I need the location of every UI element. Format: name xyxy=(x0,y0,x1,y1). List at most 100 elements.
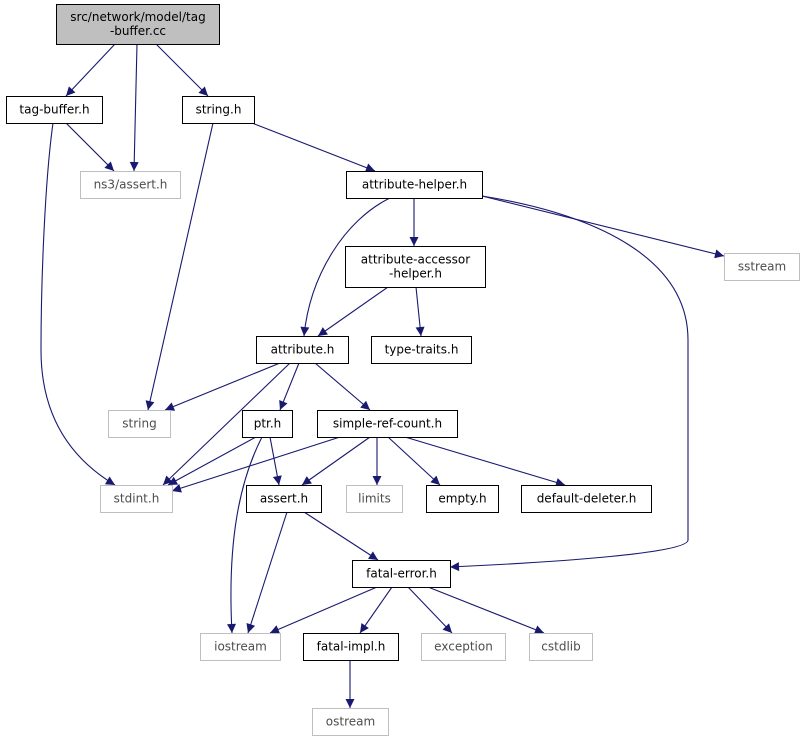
edge-attribute-helper-h-to-sstream xyxy=(481,195,725,259)
edge-line xyxy=(387,436,441,486)
node-empty-h[interactable]: empty.h xyxy=(426,485,499,513)
node-assert-h[interactable]: assert.h xyxy=(246,485,322,513)
node-stdint-h: stdint.h xyxy=(100,485,173,513)
node-default-deleter-h[interactable]: default-deleter.h xyxy=(521,485,652,513)
edge-tag-buffer-cc-to-string-h xyxy=(155,43,209,97)
node-box xyxy=(56,4,220,45)
node-label: attribute-accessor xyxy=(361,253,470,267)
node-box xyxy=(256,336,349,364)
node-box xyxy=(200,633,281,661)
node-box xyxy=(352,560,451,588)
node-label: ns3/assert.h xyxy=(94,178,168,192)
edge-line xyxy=(427,586,545,634)
edge-line xyxy=(407,586,453,634)
node-string-h[interactable]: string.h xyxy=(182,96,255,124)
node-label: limits xyxy=(358,492,391,506)
node-label: attribute.h xyxy=(271,343,335,357)
node-box xyxy=(80,171,181,199)
node-box xyxy=(182,96,255,124)
node-box xyxy=(312,708,389,736)
node-string: string xyxy=(108,410,171,438)
node-fatal-impl-h[interactable]: fatal-impl.h xyxy=(303,633,399,661)
edge-fatal-error-h-to-exception xyxy=(407,586,453,634)
edge-line xyxy=(167,436,257,486)
node-tag-buffer-cc: src/network/model/tag-buffer.cc xyxy=(56,4,220,45)
edge-line xyxy=(155,43,209,97)
edge-assert-h-to-iostream xyxy=(246,511,288,634)
node-ostream: ostream xyxy=(312,708,389,736)
node-box xyxy=(346,171,483,199)
node-label: simple-ref-count.h xyxy=(333,417,442,431)
node-label: string xyxy=(122,417,156,431)
edge-line xyxy=(317,286,389,337)
edge-assert-h-to-fatal-error-h xyxy=(303,511,379,561)
edge-attribute-h-to-simple-ref-count-h xyxy=(314,362,371,411)
node-box xyxy=(426,485,499,513)
node-box xyxy=(6,96,103,124)
edge-line xyxy=(129,43,139,172)
edge-simple-ref-count-h-to-default-deleter-h xyxy=(404,436,566,487)
node-fatal-error-h[interactable]: fatal-error.h xyxy=(352,560,451,588)
edge-simple-ref-count-h-to-empty-h xyxy=(387,436,441,486)
edge-line xyxy=(65,43,116,97)
node-limits: limits xyxy=(346,485,403,513)
edge-ptr-h-to-iostream xyxy=(227,436,263,634)
node-sstream: sstream xyxy=(724,253,800,281)
edge-line xyxy=(404,436,566,487)
nodes-layer: src/network/model/tag-buffer.cc tag-buffe… xyxy=(6,4,800,736)
node-box xyxy=(724,253,800,281)
node-ptr-h[interactable]: ptr.h xyxy=(242,410,293,438)
node-attribute-h[interactable]: attribute.h xyxy=(256,336,349,364)
edge-attribute-helper-h-to-attribute-h xyxy=(300,197,391,337)
edge-fatal-error-h-to-iostream xyxy=(269,586,378,634)
edge-line xyxy=(269,586,378,634)
node-label: sstream xyxy=(738,260,786,274)
node-label: type-traits.h xyxy=(385,343,459,357)
edge-attribute-helper-h-to-fatal-error-h xyxy=(449,195,689,572)
node-simple-ref-count-h[interactable]: simple-ref-count.h xyxy=(317,410,458,438)
node-box xyxy=(108,410,171,438)
node-box xyxy=(100,485,173,513)
edge-attribute-h-to-stdint-h xyxy=(162,362,291,486)
node-label: default-deleter.h xyxy=(537,492,637,506)
edge-line xyxy=(279,362,300,411)
edge-line xyxy=(303,511,379,561)
node-box xyxy=(346,485,403,513)
edge-line xyxy=(227,436,263,634)
edge-line xyxy=(65,122,115,172)
node-box xyxy=(317,410,458,438)
node-exception: exception xyxy=(421,633,506,661)
node-attribute-accessor-helper-h[interactable]: attribute-accessor-helper.h xyxy=(345,246,486,288)
node-tag-buffer-h[interactable]: tag-buffer.h xyxy=(6,96,103,124)
edge-ptr-h-to-assert-h xyxy=(269,436,282,486)
node-label: exception xyxy=(434,640,493,654)
edge-line xyxy=(269,436,282,486)
node-attribute-helper-h[interactable]: attribute-helper.h xyxy=(346,171,483,199)
edge-line xyxy=(415,286,425,337)
edge-tag-buffer-cc-to-tag-buffer-h xyxy=(65,43,116,97)
node-label: attribute-helper.h xyxy=(362,178,467,192)
node-type-traits-h[interactable]: type-traits.h xyxy=(371,336,472,364)
edge-line xyxy=(171,436,341,493)
node-label: iostream xyxy=(214,640,267,654)
node-label: assert.h xyxy=(260,492,308,506)
edge-ptr-h-to-stdint-h xyxy=(167,436,257,486)
edge-line xyxy=(246,511,288,634)
edge-line xyxy=(251,122,376,172)
edge-line xyxy=(145,122,214,411)
node-box xyxy=(246,485,322,513)
edge-line xyxy=(301,436,371,486)
edge-fatal-error-h-to-cstdlib xyxy=(427,586,545,634)
edge-string-h-to-string xyxy=(145,122,214,411)
node-box xyxy=(371,336,472,364)
node-box xyxy=(421,633,506,661)
node-label: ptr.h xyxy=(254,417,282,431)
edge-simple-ref-count-h-to-assert-h xyxy=(301,436,371,486)
edge-line xyxy=(40,122,116,486)
node-box xyxy=(521,485,652,513)
edge-tag-buffer-h-to-ns3-assert-h xyxy=(65,122,115,172)
node-label: empty.h xyxy=(438,492,486,506)
node-label: ostream xyxy=(326,715,375,729)
edge-tag-buffer-h-to-stdint-h xyxy=(40,122,116,486)
